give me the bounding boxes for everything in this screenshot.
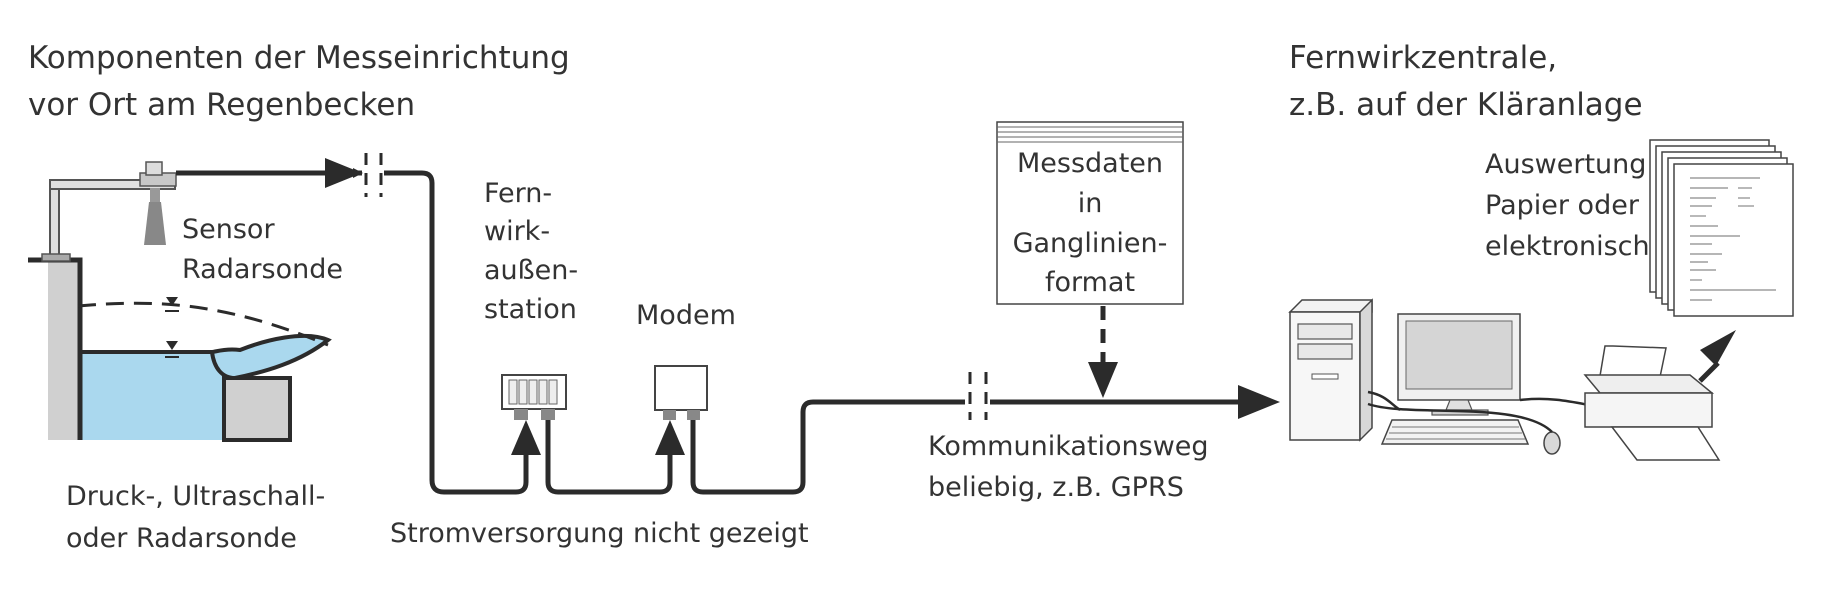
report-page-front — [1673, 163, 1794, 317]
printer-to-report-arrowhead — [1700, 330, 1736, 366]
link-label-line2: beliebig, z.B. GPRS — [928, 472, 1184, 503]
outstation-label-line2: wirk- — [484, 216, 550, 247]
printer-paper-in — [1599, 345, 1667, 378]
monitor-screen — [1405, 320, 1513, 390]
weir-wall — [222, 376, 292, 442]
printer-to-report-arrow — [1698, 361, 1720, 383]
printer-paper-out — [1610, 426, 1721, 461]
pc-tower-side — [1359, 298, 1373, 442]
outstation-connector — [514, 409, 528, 420]
radar-horn — [144, 202, 166, 245]
evaluation-label-line3: elektronisch — [1485, 231, 1650, 262]
modem-connector — [687, 410, 700, 420]
remote-outstation-device — [501, 374, 567, 420]
cable-modem-to-link — [690, 399, 965, 495]
outstation-connector — [541, 409, 555, 420]
sensor-head — [145, 161, 163, 176]
basin-left-wall — [48, 260, 78, 440]
sensor-label-line1: Sensor — [182, 214, 275, 245]
pc-tower — [1288, 298, 1373, 442]
sensor-neck — [150, 188, 160, 202]
keyboard — [1380, 419, 1530, 445]
pc-drive-bay — [1297, 343, 1353, 360]
modem-housing — [654, 365, 708, 411]
alt-sensor-label-line2: oder Radarsonde — [66, 523, 297, 554]
printer — [1583, 345, 1721, 461]
water-level-mark-upper — [166, 297, 178, 306]
outstation-input-arrowhead — [511, 420, 541, 455]
cable-to-outstation — [384, 170, 529, 495]
pc-drive-bay — [1297, 323, 1353, 340]
evaluation-label-line2: Papier oder — [1485, 190, 1640, 221]
left-heading-line2: vor Ort am Regenbecken — [28, 87, 415, 123]
monitor — [1397, 313, 1521, 416]
right-heading-line2: z.B. auf der Kläranlage — [1289, 87, 1643, 123]
report-stack — [1649, 139, 1794, 317]
right-heading-line1: Fernwirkzentrale, — [1289, 40, 1557, 76]
power-note: Stromversorgung nicht gezeigt — [390, 518, 809, 549]
modem-label: Modem — [636, 300, 736, 331]
monitor-neck — [1445, 399, 1473, 411]
modem-input-arrowhead — [655, 420, 685, 455]
measurement-data-box — [996, 121, 1184, 305]
water-level-mark-lower — [166, 341, 178, 350]
modem-device — [654, 365, 708, 420]
outstation-slot — [538, 379, 548, 405]
measurement-box-line4: format — [1045, 267, 1135, 298]
evaluation-label-line1: Auswertung — [1485, 149, 1646, 180]
measurement-box-line3: Ganglinien- — [1013, 228, 1168, 259]
measurement-box-frame — [996, 121, 1184, 305]
sensor-signal-arrowhead — [325, 158, 362, 188]
cable-outstation-to-modem — [545, 420, 673, 495]
basin-water — [78, 352, 223, 440]
printer-body — [1584, 392, 1713, 428]
keyboard-body — [1380, 419, 1530, 445]
rain-basin — [28, 257, 332, 442]
outstation-slot — [518, 379, 528, 405]
sensor-mast-base — [41, 253, 71, 262]
measurement-box-line2: in — [1078, 188, 1103, 219]
outstation-slot — [508, 379, 518, 405]
computer-workstation — [1288, 298, 1601, 455]
outstation-label-line1: Fern- — [484, 178, 552, 209]
alt-sensor-label-line1: Druck-, Ultraschall- — [66, 481, 325, 512]
sensor-mast-post — [49, 184, 60, 261]
outstation-slot — [548, 379, 558, 405]
data-format-arrowhead — [1088, 362, 1118, 398]
radar-sensor — [41, 161, 177, 262]
printer-top — [1583, 374, 1715, 394]
modem-connector — [663, 410, 676, 420]
report-text-lines — [1690, 177, 1776, 301]
pc-floppy-slot — [1311, 373, 1339, 380]
pc-tower-top — [1288, 299, 1373, 313]
link-label-line1: Kommunikationsweg — [928, 431, 1209, 462]
outstation-slot — [528, 379, 538, 405]
sensor-label-line2: Radarsonde — [182, 254, 343, 285]
mouse — [1543, 431, 1561, 455]
high-water-level-dashed — [77, 301, 329, 347]
outstation-label-line3: außen- — [484, 255, 578, 286]
water-surface-overflow — [80, 333, 332, 381]
communication-link-arrowhead — [1238, 385, 1280, 419]
outstation-label-line4: station — [484, 294, 577, 325]
measurement-box-line1: Messdaten — [1017, 148, 1163, 179]
left-heading-line1: Komponenten der Messeinrichtung — [28, 40, 570, 76]
mouse-body — [1543, 431, 1561, 455]
